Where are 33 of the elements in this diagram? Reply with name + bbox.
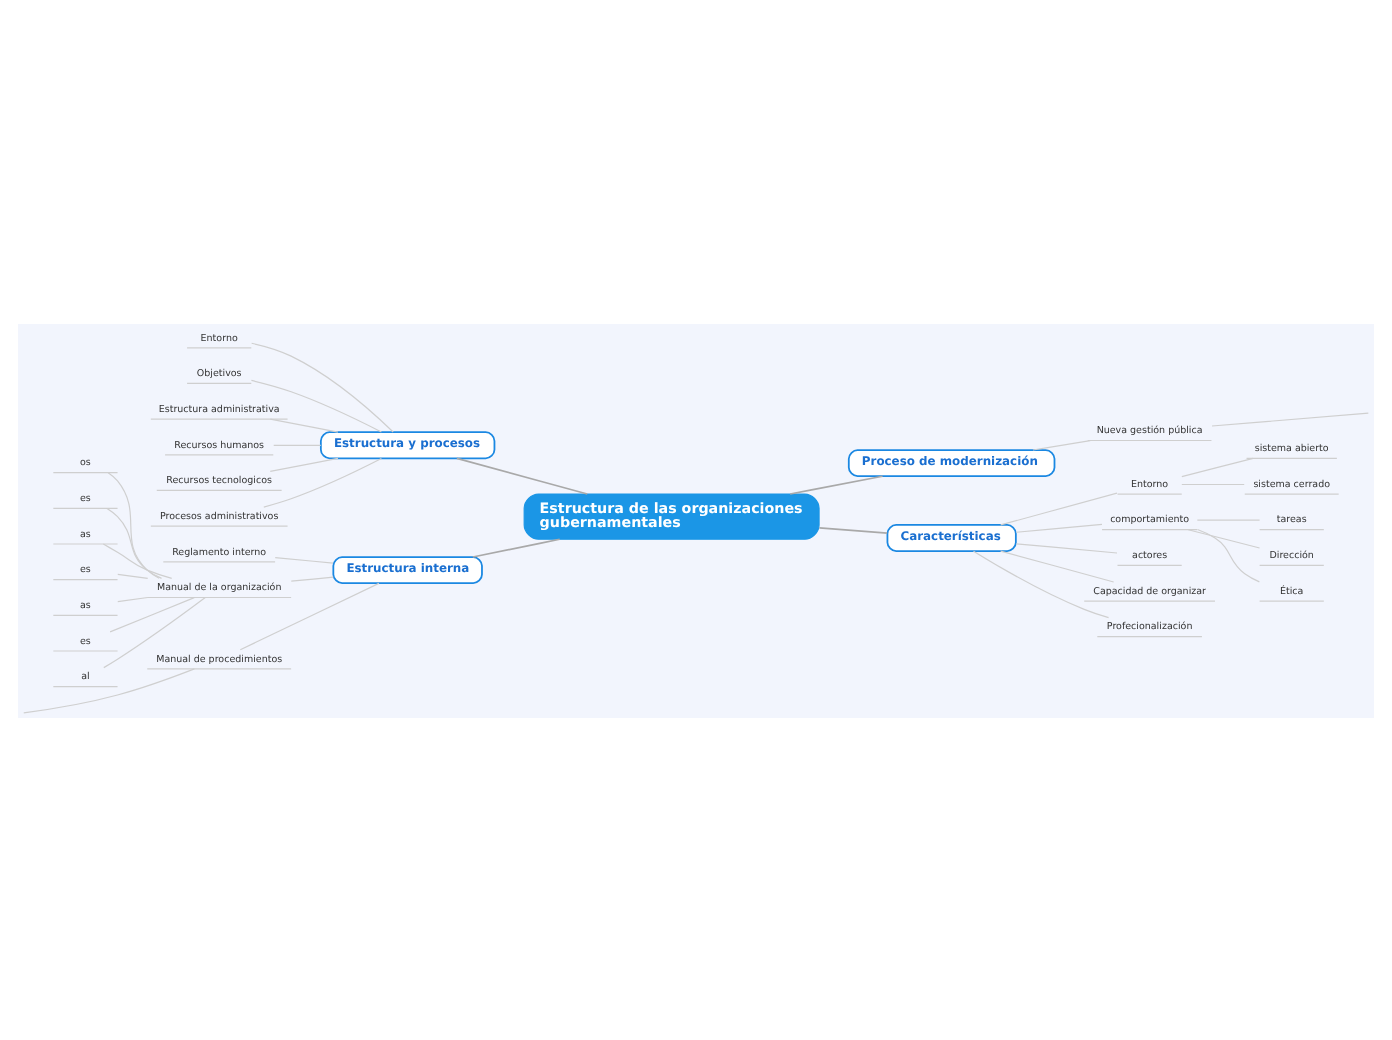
connector <box>1032 438 1091 450</box>
connector <box>23 667 195 713</box>
connector <box>269 417 339 432</box>
connector <box>239 581 380 650</box>
connector <box>117 595 149 602</box>
connector <box>109 596 195 632</box>
connector <box>789 474 884 494</box>
connector <box>1000 491 1118 525</box>
connector <box>103 596 206 668</box>
connector <box>1196 527 1260 582</box>
connector <box>1181 456 1254 477</box>
connector <box>107 471 160 578</box>
connector <box>273 443 322 445</box>
connector <box>251 341 394 432</box>
connector <box>456 456 589 494</box>
connector <box>1211 411 1369 426</box>
connector <box>818 526 888 533</box>
connector <box>102 542 173 578</box>
connector <box>472 537 561 557</box>
connector <box>274 555 334 563</box>
connector <box>1015 522 1103 532</box>
connector <box>250 378 382 432</box>
connector <box>106 506 163 578</box>
connector <box>263 457 382 507</box>
connector <box>1187 528 1261 548</box>
connector <box>290 575 334 581</box>
connector <box>1015 542 1118 553</box>
connector <box>269 456 339 471</box>
connector <box>1181 482 1245 485</box>
connector <box>1196 518 1261 520</box>
connector <box>117 572 149 578</box>
connector <box>972 549 1110 618</box>
connector <box>1000 549 1115 582</box>
